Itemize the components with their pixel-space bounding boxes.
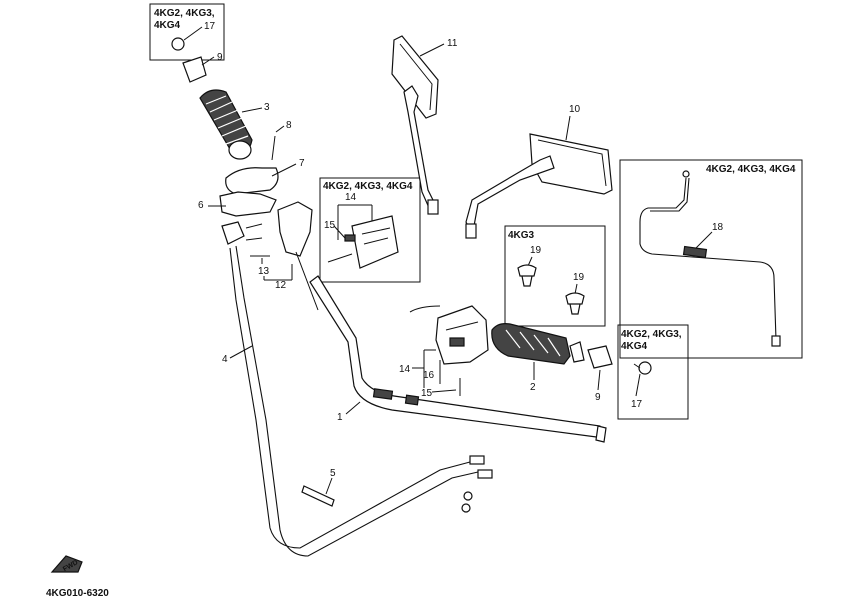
mirror-plug-a-part [517, 264, 537, 287]
callout-9-left: 9 [217, 52, 223, 63]
left-mirror: 11 [391, 35, 458, 215]
left-mirror-part [391, 35, 439, 119]
right-mirror-stem-part [465, 155, 555, 232]
callout-19-b: 19 [573, 272, 585, 283]
fwd-arrow: FWD [50, 555, 83, 573]
end-weight-cap-right-part [638, 361, 652, 375]
callout-6: 6 [198, 200, 204, 211]
callout-14-right: 14 [399, 364, 411, 375]
left-mirror-stem-part [403, 85, 437, 211]
handlebar: 1 [309, 275, 607, 443]
box-right-small-label-2: 4KG4 [621, 341, 648, 352]
left-switch-part [351, 215, 399, 269]
callout-15-box: 15 [324, 220, 336, 231]
left-grip-assembly: 9 3 8 7 6 13 12 [182, 52, 319, 311]
callout-4: 4 [222, 354, 228, 365]
diagram-code: 4KG010-6320 [46, 588, 109, 599]
cable-band-part [301, 485, 335, 507]
box-right-small: 4KG2, 4KG3, 4KG4 17 [617, 324, 689, 420]
right-switch-grip-assembly: 14 16 15 2 9 [399, 305, 613, 403]
end-weight-right-part [587, 345, 613, 369]
end-weight-left-part [182, 56, 207, 83]
callout-5: 5 [330, 468, 336, 479]
box-cable-label: 4KG2, 4KG3, 4KG4 [706, 164, 796, 175]
throttle-cable-2 [235, 245, 479, 557]
callout-17-top: 17 [204, 21, 216, 32]
fwd-arrow-icon [50, 555, 83, 573]
box-right-small-label: 4KG2, 4KG3, [621, 329, 682, 340]
callout-19-a: 19 [530, 245, 542, 256]
callout-14-box: 14 [345, 192, 357, 203]
callout-16: 16 [423, 370, 435, 381]
box-top-left-label: 4KG2, 4KG3, [154, 8, 215, 19]
right-mirror: 10 [465, 104, 613, 239]
throttle-cable-1 [229, 247, 471, 549]
throttle-cables: 4 5 [222, 245, 493, 557]
lever-holder-part [277, 201, 313, 257]
callout-10: 10 [569, 104, 581, 115]
callout-3: 3 [264, 102, 270, 113]
callout-8: 8 [286, 120, 292, 131]
box-switch-label: 4KG2, 4KG3, 4KG4 [323, 181, 413, 192]
callout-18: 18 [712, 222, 724, 233]
grip-holder-part [225, 167, 279, 195]
box-top-left-label-2: 4KG4 [154, 20, 181, 31]
callout-2: 2 [530, 382, 536, 393]
right-grip-part [491, 323, 571, 365]
callout-1: 1 [337, 412, 343, 423]
callout-7: 7 [299, 158, 305, 169]
end-weight-cap-part [171, 37, 185, 51]
choke-cable-part [639, 177, 777, 341]
throttle-housing-part [219, 191, 277, 217]
box-top-left: 4KG2, 4KG3, 4KG4 17 [149, 3, 225, 61]
callout-9-right: 9 [595, 392, 601, 403]
right-switch-part [435, 305, 489, 365]
mirror-plug-b-part [565, 292, 585, 315]
callout-11: 11 [447, 38, 458, 49]
callout-15-right: 15 [421, 388, 433, 399]
box-cable: 4KG2, 4KG3, 4KG4 18 [619, 159, 803, 359]
callout-12: 12 [275, 280, 287, 291]
box-mid-label: 4KG3 [508, 230, 535, 241]
box-switch: 4KG2, 4KG3, 4KG4 14 15 [319, 177, 421, 283]
callout-13: 13 [258, 266, 270, 277]
callout-17-right: 17 [631, 399, 643, 410]
box-mid: 4KG3 19 19 [504, 225, 606, 327]
